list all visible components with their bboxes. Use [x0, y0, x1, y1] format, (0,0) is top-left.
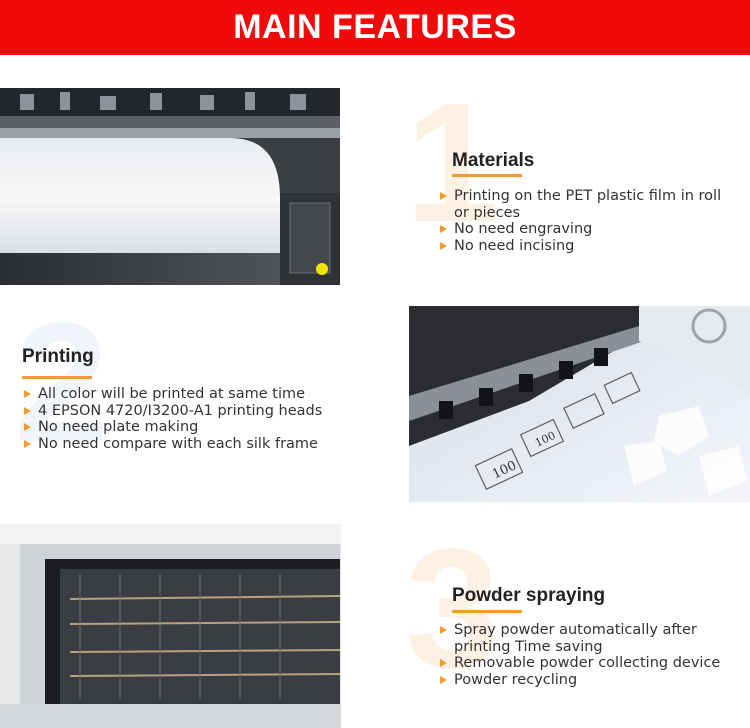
materials-list: Printing on the PET plastic film in roll… [438, 188, 728, 254]
bullet-arrow-icon [24, 406, 31, 415]
bullet-arrow-icon [24, 439, 31, 448]
list-item: 4 EPSON 4720/I3200-A1 printing heads [22, 403, 392, 420]
list-item: No need incising [438, 238, 728, 255]
bullet-arrow-icon [24, 423, 31, 431]
list-item: Spray powder automatically after printin… [438, 622, 738, 655]
powder-unit-photo [0, 524, 341, 728]
bullet-arrow-icon [440, 626, 447, 634]
feature-title-materials: Materials [452, 150, 535, 171]
bullet-arrow-icon [440, 225, 447, 233]
list-item: All color will be printed at same time [22, 386, 392, 403]
bullet-arrow-icon [24, 390, 31, 398]
film-roll-photo [0, 88, 340, 285]
powder-list: Spray powder automatically after printin… [438, 622, 738, 688]
bullet-arrow-icon [440, 675, 447, 684]
list-item: No need plate making [22, 419, 392, 436]
list-item: No need engraving [438, 221, 728, 238]
list-item: Powder recycling [438, 672, 738, 689]
header-banner: MAIN FEATURES [0, 0, 750, 55]
feature-title-powder-spraying: Powder spraying [452, 585, 606, 606]
bullet-arrow-icon [440, 192, 447, 200]
list-item: No need compare with each silk frame [22, 436, 392, 453]
title-underline [452, 610, 522, 613]
title-underline [452, 174, 522, 177]
bullet-arrow-icon [440, 241, 447, 250]
feature-title-printing: Printing [22, 346, 94, 367]
list-item: Printing on the PET plastic film in roll… [438, 188, 728, 221]
page-title: MAIN FEATURES [233, 8, 517, 46]
printing-list: All color will be printed at same time 4… [22, 386, 392, 452]
list-item: Removable powder collecting device [438, 655, 738, 672]
print-heads-photo: 100 100 [409, 306, 750, 502]
bullet-arrow-icon [440, 659, 447, 667]
feature-number-1: 1 [405, 68, 500, 258]
feature-number-3: 3 [405, 514, 500, 704]
title-underline [22, 376, 92, 379]
